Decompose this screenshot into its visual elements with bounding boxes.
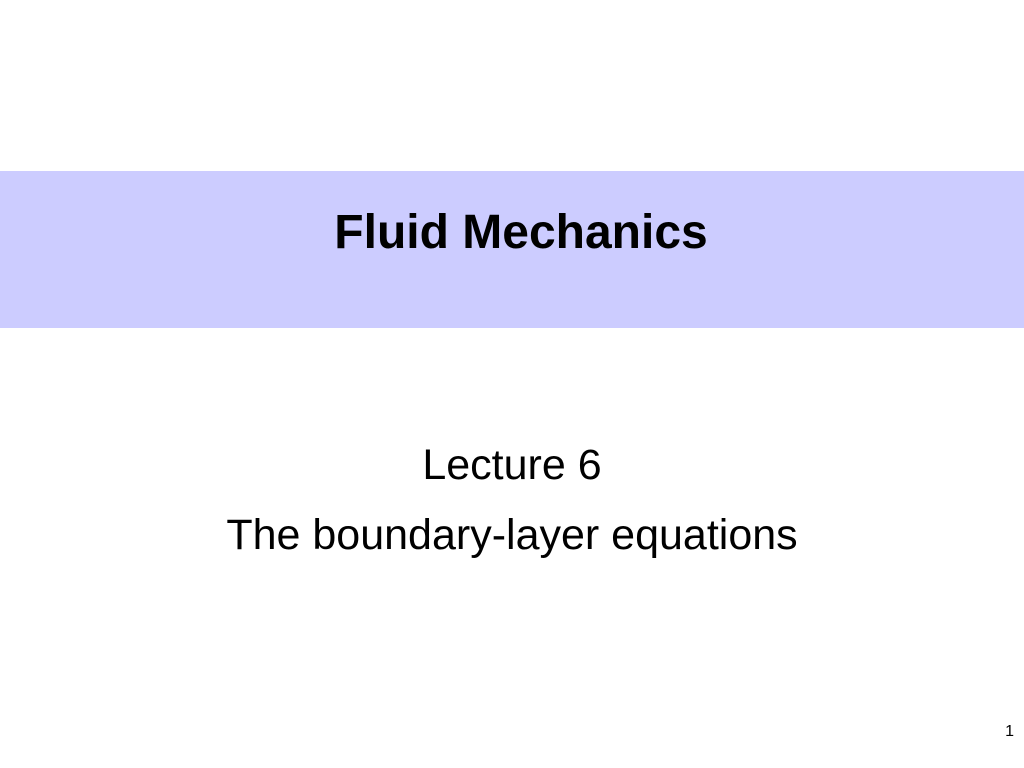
lecture-topic: The boundary-layer equations [226, 511, 798, 559]
lecture-number: Lecture 6 [422, 441, 602, 489]
title-band: Fluid Mechanics [0, 171, 1024, 328]
page-number: 1 [1005, 723, 1014, 740]
subtitle-block: Lecture 6 The boundary-layer equations [0, 430, 1024, 570]
slide-title: Fluid Mechanics [334, 205, 708, 259]
